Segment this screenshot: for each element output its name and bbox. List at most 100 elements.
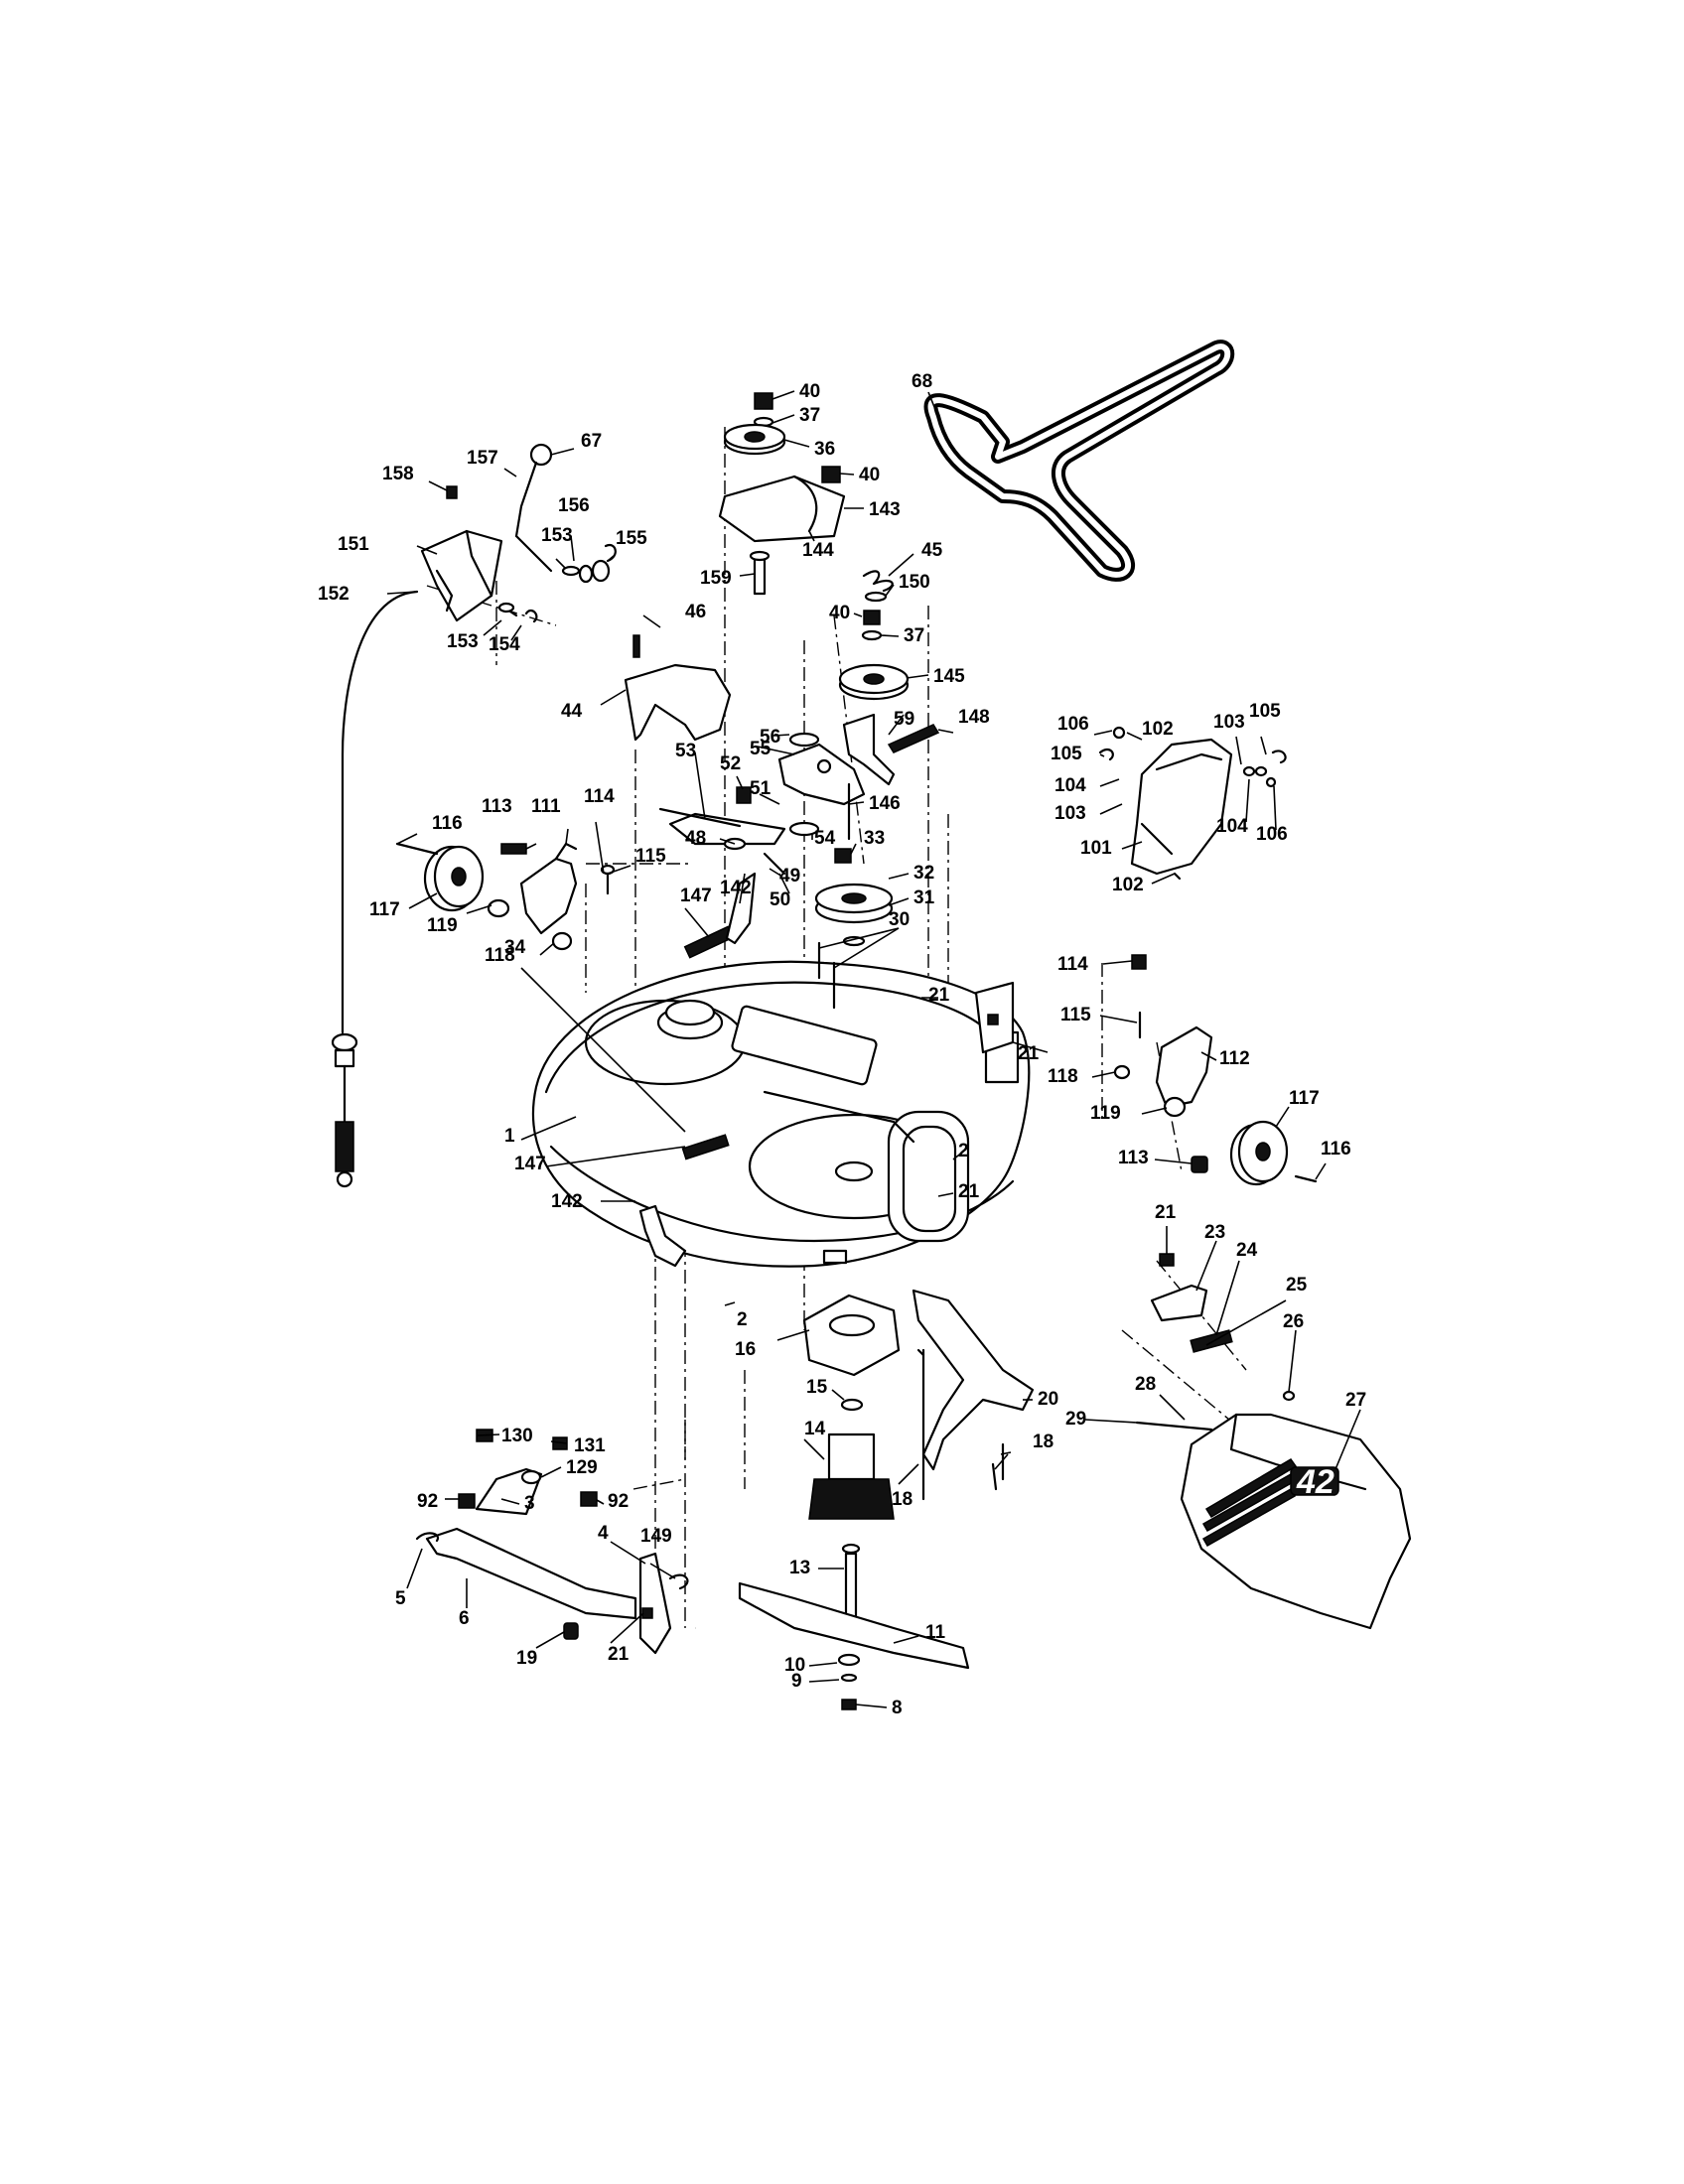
callout-21: 21	[1155, 1202, 1177, 1223]
callout-55: 55	[750, 739, 772, 759]
callout-153: 153	[447, 631, 479, 652]
callout-118: 118	[1048, 1066, 1078, 1087]
callout-6: 6	[459, 1608, 470, 1629]
callout-2: 2	[737, 1309, 748, 1330]
callout-49: 49	[779, 866, 800, 887]
callout-56: 56	[760, 727, 780, 748]
callout-114: 114	[584, 786, 615, 807]
callout-40: 40	[799, 381, 820, 402]
callout-92: 92	[608, 1491, 629, 1512]
callout-119: 119	[427, 915, 458, 936]
callout-27: 27	[1345, 1390, 1366, 1411]
callout-112: 112	[1219, 1048, 1250, 1069]
deck-lift-handle-assembly	[331, 443, 617, 1188]
callout-105: 105	[1249, 701, 1281, 722]
callout-23: 23	[1204, 1222, 1225, 1243]
callout-54: 54	[814, 828, 836, 849]
callout-26: 26	[1283, 1311, 1304, 1332]
callout-157: 157	[467, 448, 498, 469]
deck-size-emblem: 42	[1296, 1463, 1334, 1501]
callout-104: 104	[1054, 775, 1086, 796]
callout-30: 30	[889, 909, 910, 930]
callout-101: 101	[1080, 838, 1112, 859]
callout-4: 4	[598, 1523, 609, 1544]
callout-144: 144	[802, 540, 834, 561]
callout-155: 155	[616, 528, 647, 549]
callout-129: 129	[566, 1457, 598, 1478]
callout-25: 25	[1286, 1275, 1308, 1296]
callout-102: 102	[1142, 719, 1174, 740]
callout-32: 32	[913, 863, 934, 884]
callout-113: 113	[482, 796, 512, 817]
callout-147: 147	[514, 1154, 546, 1174]
callout-21: 21	[608, 1644, 630, 1665]
callout-113: 113	[1118, 1148, 1149, 1168]
discharge-chute-assembly: 42	[1135, 1253, 1412, 1630]
callout-37: 37	[799, 405, 820, 426]
callout-143: 143	[869, 499, 901, 520]
callout-28: 28	[1135, 1374, 1156, 1395]
callout-10: 10	[784, 1655, 805, 1676]
callout-46: 46	[685, 602, 706, 622]
callout-115: 115	[635, 846, 666, 867]
callout-146: 146	[869, 793, 901, 814]
gauge-wheel-left	[395, 842, 616, 951]
callout-150: 150	[899, 572, 930, 593]
callout-115: 115	[1060, 1005, 1091, 1025]
callout-114: 114	[1057, 954, 1088, 975]
callout-151: 151	[338, 534, 369, 555]
callout-21: 21	[958, 1181, 980, 1202]
callout-9: 9	[791, 1671, 802, 1692]
blade-spindle-assembly	[738, 1294, 970, 1710]
callout-116: 116	[432, 813, 463, 834]
callout-67: 67	[581, 431, 602, 452]
callout-68: 68	[912, 371, 932, 392]
callout-159: 159	[700, 568, 732, 589]
callout-15: 15	[806, 1377, 828, 1398]
callout-118: 118	[485, 945, 515, 966]
leader-lines	[386, 390, 1361, 1708]
callout-8: 8	[892, 1698, 903, 1718]
rear-hanger-assembly	[415, 1429, 689, 1655]
callout-3: 3	[524, 1493, 535, 1514]
belt-guard-left	[624, 634, 732, 742]
callout-154: 154	[489, 634, 520, 655]
callout-145: 145	[933, 666, 965, 687]
callout-59: 59	[894, 709, 914, 730]
callout-21: 21	[928, 985, 950, 1006]
callout-111: 111	[531, 796, 561, 817]
callout-105: 105	[1051, 744, 1082, 764]
callout-20: 20	[1038, 1389, 1058, 1410]
idler-arm-assembly	[658, 786, 786, 876]
deck-hanger-bracket	[974, 981, 1015, 1054]
callout-37: 37	[904, 625, 924, 646]
callout-5: 5	[395, 1588, 406, 1609]
callout-147: 147	[680, 886, 712, 906]
callout-14: 14	[804, 1419, 826, 1439]
callout-16: 16	[735, 1339, 756, 1360]
callout-1: 1	[504, 1126, 515, 1147]
callout-106: 106	[1057, 714, 1089, 735]
front-lift-arm	[912, 1289, 1035, 1501]
callout-48: 48	[685, 828, 706, 849]
callout-156: 156	[558, 495, 590, 516]
mower-deck-housing	[531, 960, 1031, 1268]
part-number-callouts: 40 37 36 40 143 144 159 45 150 40 37 145…	[318, 371, 1366, 1718]
callout-116: 116	[1321, 1139, 1351, 1160]
callout-117: 117	[1289, 1088, 1320, 1109]
callout-33: 33	[864, 828, 885, 849]
callout-158: 158	[382, 464, 414, 484]
gauge-wheel-right	[1113, 954, 1318, 1186]
callout-104: 104	[1216, 816, 1248, 837]
callout-119: 119	[1090, 1103, 1121, 1124]
callout-21: 21	[1018, 1043, 1040, 1064]
idler-pulley-assembly-mid	[838, 570, 910, 701]
callout-53: 53	[675, 741, 696, 761]
callout-152: 152	[318, 584, 350, 605]
callout-51: 51	[750, 778, 772, 799]
mulch-door-assembly	[1098, 726, 1287, 881]
callout-50: 50	[770, 889, 790, 910]
callout-142: 142	[720, 878, 752, 898]
callout-18: 18	[892, 1489, 912, 1510]
callout-117: 117	[369, 899, 400, 920]
